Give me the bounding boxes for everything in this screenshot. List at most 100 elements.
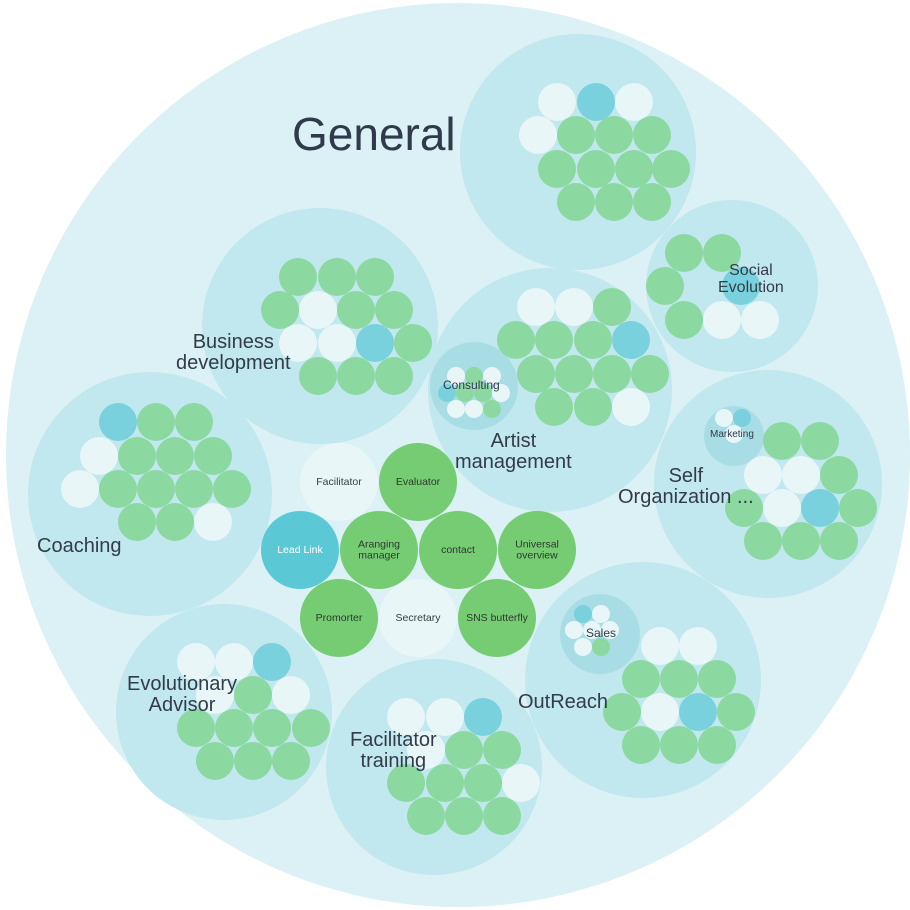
coaching-role-dot[interactable] bbox=[99, 470, 137, 508]
artist-role-dot[interactable] bbox=[593, 355, 631, 393]
facilitator-training-role-dot[interactable] bbox=[407, 797, 445, 835]
sales-role-dot[interactable] bbox=[565, 621, 583, 639]
business-role-dot[interactable] bbox=[261, 291, 299, 329]
artist-top-role-dot[interactable] bbox=[557, 116, 595, 154]
artist-role-dot[interactable] bbox=[517, 355, 555, 393]
artist-role-dot[interactable] bbox=[593, 288, 631, 326]
artist-role-dot[interactable] bbox=[612, 388, 650, 426]
marketing-role-dot[interactable] bbox=[715, 409, 733, 427]
social-role-dot[interactable] bbox=[665, 234, 703, 272]
social-role-dot[interactable] bbox=[703, 234, 741, 272]
artist-top-role-dot[interactable] bbox=[633, 116, 671, 154]
evolutionary-role-dot[interactable] bbox=[177, 709, 215, 747]
artist-top-role-dot[interactable] bbox=[557, 183, 595, 221]
sales-role-dot[interactable] bbox=[592, 638, 610, 656]
self-org-role-dot[interactable] bbox=[744, 456, 782, 494]
coaching-role-dot[interactable] bbox=[213, 470, 251, 508]
outreach-role-dot[interactable] bbox=[603, 693, 641, 731]
evolutionary-role-dot[interactable] bbox=[253, 709, 291, 747]
role-lead-link-circle[interactable] bbox=[261, 511, 339, 589]
evolutionary-role-dot[interactable] bbox=[272, 742, 310, 780]
consulting-role-dot[interactable] bbox=[474, 384, 492, 402]
business-role-dot[interactable] bbox=[356, 258, 394, 296]
sales-role-dot[interactable] bbox=[574, 638, 592, 656]
artist-top-role-dot[interactable] bbox=[538, 150, 576, 188]
evolutionary-role-dot[interactable] bbox=[272, 676, 310, 714]
self-org-role-dot[interactable] bbox=[801, 422, 839, 460]
role-secretary-circle[interactable] bbox=[379, 579, 457, 657]
evolutionary-role-dot[interactable] bbox=[253, 643, 291, 681]
outreach-role-dot[interactable] bbox=[698, 726, 736, 764]
artist-top-role-dot[interactable] bbox=[652, 150, 690, 188]
artist-top-role-dot[interactable] bbox=[577, 83, 615, 121]
artist-role-dot[interactable] bbox=[631, 355, 669, 393]
self-org-role-dot[interactable] bbox=[782, 522, 820, 560]
coaching-role-dot[interactable] bbox=[137, 403, 175, 441]
outreach-role-dot[interactable] bbox=[698, 660, 736, 698]
business-role-dot[interactable] bbox=[318, 258, 356, 296]
consulting-role-dot[interactable] bbox=[465, 400, 483, 418]
marketing-role-dot[interactable] bbox=[725, 425, 743, 443]
consulting-role-dot[interactable] bbox=[483, 367, 501, 385]
role-aranging-manager-circle[interactable] bbox=[340, 511, 418, 589]
artist-role-dot[interactable] bbox=[517, 288, 555, 326]
evolutionary-role-dot[interactable] bbox=[196, 676, 234, 714]
business-role-dot[interactable] bbox=[375, 291, 413, 329]
evolutionary-role-dot[interactable] bbox=[215, 709, 253, 747]
facilitator-training-role-dot[interactable] bbox=[464, 698, 502, 736]
outreach-role-dot[interactable] bbox=[679, 693, 717, 731]
self-org-role-dot[interactable] bbox=[725, 489, 763, 527]
outreach-role-dot[interactable] bbox=[641, 693, 679, 731]
artist-role-dot[interactable] bbox=[555, 355, 593, 393]
social-role-dot[interactable] bbox=[646, 267, 684, 305]
coaching-role-dot[interactable] bbox=[194, 437, 232, 475]
facilitator-training-role-dot[interactable] bbox=[445, 797, 483, 835]
artist-top-role-dot[interactable] bbox=[595, 116, 633, 154]
self-org-role-dot[interactable] bbox=[763, 489, 801, 527]
consulting-role-dot[interactable] bbox=[483, 400, 501, 418]
sales-role-dot[interactable] bbox=[592, 605, 610, 623]
business-role-dot[interactable] bbox=[337, 291, 375, 329]
outreach-role-dot[interactable] bbox=[641, 627, 679, 665]
facilitator-training-role-dot[interactable] bbox=[483, 797, 521, 835]
coaching-role-dot[interactable] bbox=[156, 503, 194, 541]
evolutionary-role-dot[interactable] bbox=[234, 676, 272, 714]
facilitator-training-role-dot[interactable] bbox=[387, 698, 425, 736]
facilitator-training-role-dot[interactable] bbox=[483, 731, 521, 769]
sales-role-dot[interactable] bbox=[583, 621, 601, 639]
evolutionary-role-dot[interactable] bbox=[292, 709, 330, 747]
outreach-role-dot[interactable] bbox=[622, 660, 660, 698]
coaching-role-dot[interactable] bbox=[156, 437, 194, 475]
outreach-role-dot[interactable] bbox=[717, 693, 755, 731]
evolutionary-role-dot[interactable] bbox=[215, 643, 253, 681]
business-role-dot[interactable] bbox=[337, 357, 375, 395]
coaching-role-dot[interactable] bbox=[118, 437, 156, 475]
consulting-role-dot[interactable] bbox=[438, 384, 456, 402]
facilitator-training-role-dot[interactable] bbox=[502, 764, 540, 802]
evolutionary-role-dot[interactable] bbox=[234, 742, 272, 780]
evolutionary-role-dot[interactable] bbox=[177, 643, 215, 681]
role-contact-circle[interactable] bbox=[419, 511, 497, 589]
business-role-dot[interactable] bbox=[356, 324, 394, 362]
role-evaluator-circle[interactable] bbox=[379, 443, 457, 521]
coaching-role-dot[interactable] bbox=[118, 503, 156, 541]
self-org-role-dot[interactable] bbox=[782, 456, 820, 494]
facilitator-training-role-dot[interactable] bbox=[387, 764, 425, 802]
evolutionary-role-dot[interactable] bbox=[196, 742, 234, 780]
coaching-role-dot[interactable] bbox=[137, 470, 175, 508]
self-org-role-dot[interactable] bbox=[744, 522, 782, 560]
consulting-role-dot[interactable] bbox=[447, 367, 465, 385]
artist-role-dot[interactable] bbox=[535, 321, 573, 359]
artist-top-role-dot[interactable] bbox=[519, 116, 557, 154]
role-facilitator-circle[interactable] bbox=[300, 443, 378, 521]
coaching-role-dot[interactable] bbox=[175, 403, 213, 441]
sales-role-dot[interactable] bbox=[574, 605, 592, 623]
self-org-role-dot[interactable] bbox=[820, 456, 858, 494]
role-universal-overview-circle[interactable] bbox=[498, 511, 576, 589]
social-role-dot[interactable] bbox=[665, 301, 703, 339]
business-role-dot[interactable] bbox=[299, 357, 337, 395]
consulting-role-dot[interactable] bbox=[492, 384, 510, 402]
outreach-role-dot[interactable] bbox=[622, 726, 660, 764]
role-sns-butterfly-circle[interactable] bbox=[458, 579, 536, 657]
artist-top-role-dot[interactable] bbox=[633, 183, 671, 221]
